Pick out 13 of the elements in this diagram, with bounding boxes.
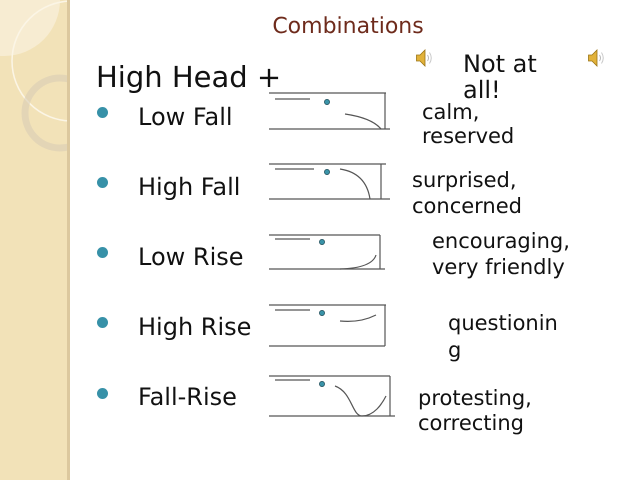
description-text: encouraging, very friendly (432, 228, 571, 280)
description-text: surprised, concerned (412, 167, 523, 219)
list-item: Low Rise (138, 243, 244, 271)
example-phrase: Not at all! (463, 51, 538, 103)
list-item: High Rise (138, 313, 252, 341)
heading: High Head + (96, 60, 282, 94)
list-item: Low Fall (138, 103, 233, 131)
list-item: Fall-Rise (138, 383, 237, 411)
description-text: protesting, correcting (418, 386, 533, 436)
list-item: High Fall (138, 173, 240, 201)
description-text: questioning (448, 310, 559, 364)
description-text: calm, reserved (422, 100, 516, 148)
slide-title: Combinations (272, 14, 424, 40)
